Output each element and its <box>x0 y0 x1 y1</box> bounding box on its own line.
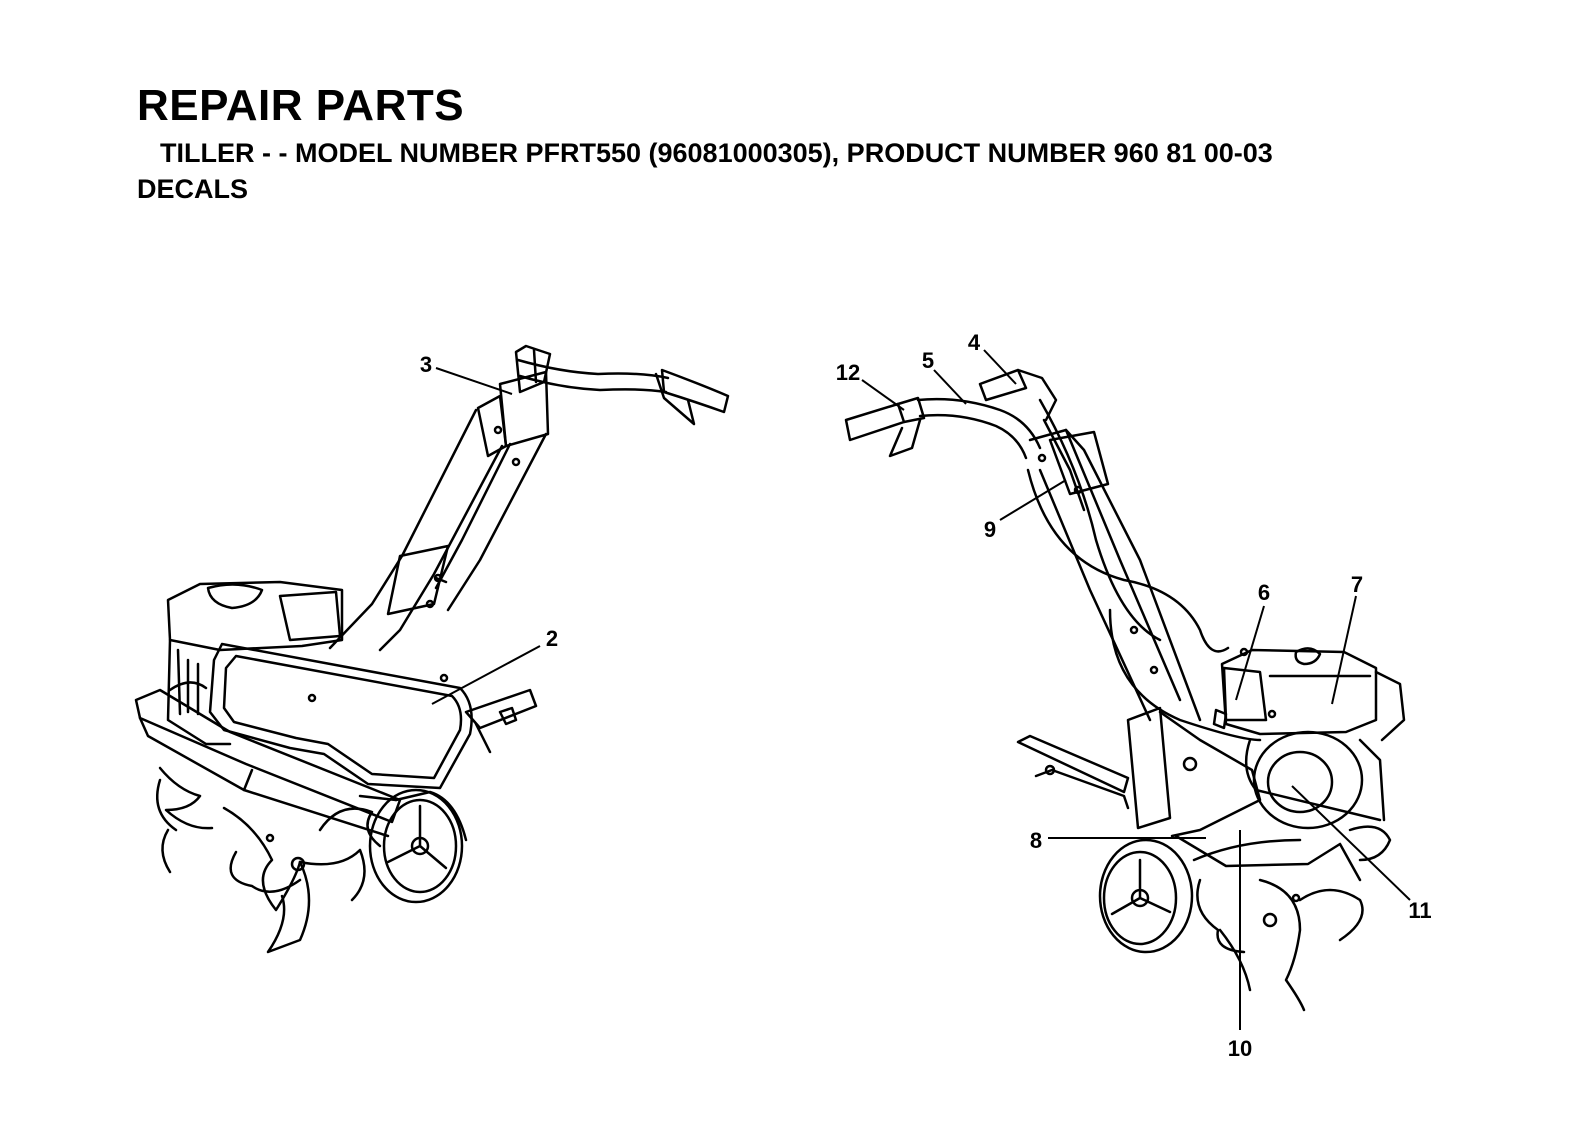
callout-label-4: 4 <box>968 330 981 355</box>
callout-label-10: 10 <box>1228 1036 1252 1061</box>
callout-leader-5 <box>933 369 967 405</box>
callout-leader-9 <box>999 479 1067 521</box>
callout-leader-3 <box>435 367 513 395</box>
callout-label-2: 2 <box>546 626 558 651</box>
callout-leader-2 <box>431 645 541 705</box>
callout-leader-7 <box>1331 595 1357 705</box>
callout-label-5: 5 <box>922 348 934 373</box>
section-heading: DECALS <box>137 174 249 204</box>
callout-label-11: 11 <box>1408 898 1431 923</box>
left-tiller-illustration <box>134 344 730 954</box>
callout-label-3: 3 <box>420 352 432 377</box>
model-subtitle: TILLER - - MODEL NUMBER PFRT550 (9608100… <box>160 138 1273 168</box>
callout-leader-6 <box>1235 605 1265 701</box>
callout-label-8: 8 <box>1030 828 1042 853</box>
callout-label-7: 7 <box>1351 572 1363 597</box>
callout-leader-11 <box>1291 785 1411 901</box>
callout-label-12: 12 <box>836 360 860 385</box>
page-title: REPAIR PARTS <box>137 81 465 130</box>
callout-label-6: 6 <box>1258 580 1270 605</box>
callout-label-9: 9 <box>984 517 996 542</box>
callout-leader-4 <box>983 349 1017 385</box>
callout-leader-12 <box>861 379 905 411</box>
right-tiller-illustration <box>844 368 1406 1012</box>
